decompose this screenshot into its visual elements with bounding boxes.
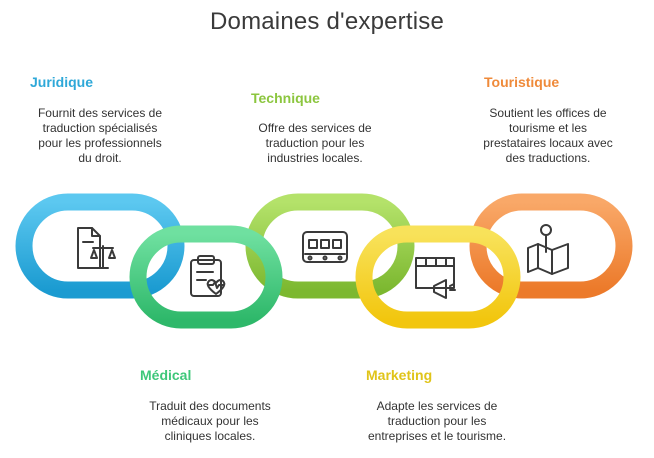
- desc-line: Soutient les offices de: [489, 106, 607, 120]
- clipboard-heart-icon: [190, 255, 226, 297]
- desc-line: traduction pour les: [387, 414, 487, 428]
- desc-line: Traduit des documents: [149, 399, 271, 413]
- desc-technique: Offre des services de traduction pour le…: [240, 121, 390, 166]
- label-technique: Technique: [251, 90, 320, 106]
- desc-line: Offre des services de: [258, 121, 372, 135]
- billboard-megaphone-icon: [415, 257, 456, 299]
- label-juridique: Juridique: [30, 74, 94, 90]
- desc-line: du droit.: [78, 151, 122, 165]
- chain-link-marketing: [355, 225, 521, 329]
- desc-marketing: Adapte les services de traduction pour l…: [352, 399, 522, 444]
- desc-medical: Traduit des documents médicaux pour les …: [130, 399, 290, 444]
- page-title: Domaines d'expertise: [209, 8, 445, 35]
- desc-juridique: Fournit des services de traduction spéci…: [20, 106, 180, 166]
- map-pin-icon: [527, 224, 569, 275]
- desc-line: cliniques locales.: [164, 429, 256, 443]
- desc-line: industries locales.: [267, 151, 363, 165]
- chain-link-medical: [129, 225, 283, 329]
- desc-line: tourisme et les: [508, 121, 588, 135]
- desc-line: Fournit des services de: [37, 106, 163, 120]
- conveyor-belt-icon: [302, 231, 348, 263]
- desc-line: médicaux pour les: [161, 414, 259, 428]
- label-marketing: Marketing: [366, 367, 433, 383]
- desc-line: traduction spécialisés: [42, 121, 158, 135]
- desc-touristique: Soutient les offices de tourisme et les …: [468, 106, 628, 166]
- desc-line: prestataires locaux avec: [483, 136, 613, 150]
- legal-document-scale-icon: [77, 227, 116, 269]
- desc-line: traduction pour les: [265, 136, 365, 150]
- desc-line: entreprises et le tourisme.: [367, 429, 507, 443]
- label-touristique: Touristique: [484, 74, 560, 90]
- desc-line: des traductions.: [505, 151, 591, 165]
- desc-line: Adapte les services de: [376, 399, 498, 413]
- label-medical: Médical: [140, 367, 192, 383]
- desc-line: pour les professionnels: [38, 136, 162, 150]
